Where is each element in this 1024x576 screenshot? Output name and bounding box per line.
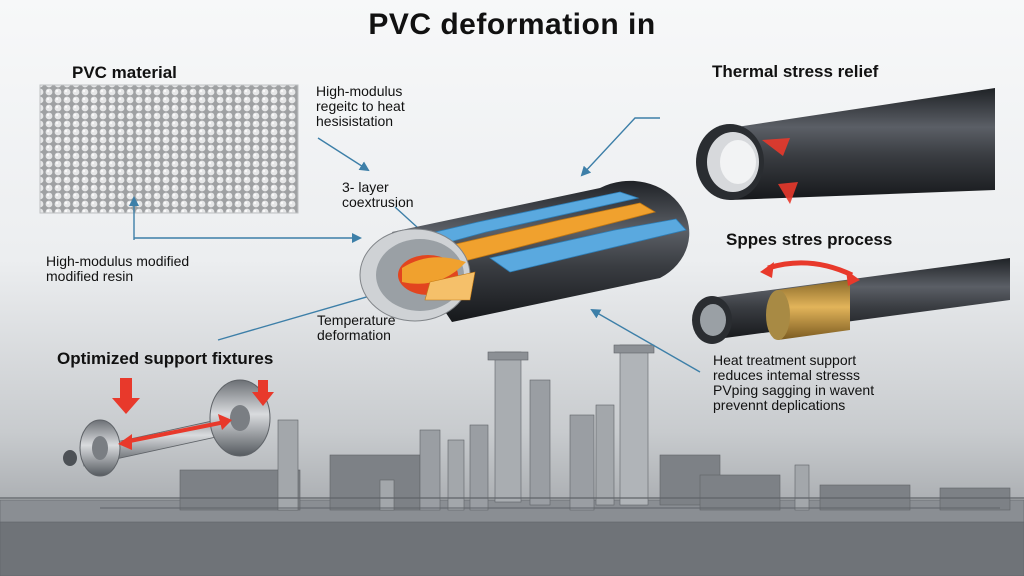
callout-high-modulus-top: High-modulus regeitc to heat hesisistati… xyxy=(316,84,405,129)
callout-heat-treatment: Heat treatment support reduces intemal s… xyxy=(713,353,874,413)
stress-process-pipe xyxy=(692,258,1010,344)
callout-line: prevennt deplications xyxy=(713,397,846,413)
callout-line: coextrusion xyxy=(342,194,414,210)
heading-sppes-stres-process: Sppes stres process xyxy=(726,230,893,249)
callout-temperature-deformation: Temperature deformation xyxy=(317,313,396,343)
callout-line: High-modulus modified xyxy=(46,253,190,269)
page-title: PVC deformation in xyxy=(368,8,656,41)
heading-optimized-support: Optimized support fixtures xyxy=(57,349,274,368)
callout-line: deformation xyxy=(317,327,391,343)
callout-layer-coextrusion: 3- layer coextrusion xyxy=(342,180,414,210)
callout-line: PVping sagging in wavent xyxy=(713,382,875,398)
callout-line: hesisistation xyxy=(316,113,394,129)
callout-line: modified resin xyxy=(46,268,134,284)
thermal-relief-pipe xyxy=(696,88,995,204)
support-fixture xyxy=(63,378,274,477)
callout-line: Heat treatment support xyxy=(713,352,857,368)
heading-thermal-stress-relief: Thermal stress relief xyxy=(712,62,879,81)
callout-line: reduces intemal stresss xyxy=(713,367,861,383)
callout-high-modulus-left: High-modulus modified modified resin xyxy=(46,254,189,284)
pvc-pellet-image xyxy=(39,84,299,214)
callout-line: regeitc to heat xyxy=(316,98,405,114)
callout-line: High-modulus xyxy=(316,83,403,99)
refinery-skyline xyxy=(0,344,1024,576)
callout-line: Temperature xyxy=(317,312,396,328)
heading-pvc-material: PVC material xyxy=(72,63,177,82)
callout-line: 3- layer xyxy=(342,179,389,195)
coextruded-pipe xyxy=(359,180,690,322)
